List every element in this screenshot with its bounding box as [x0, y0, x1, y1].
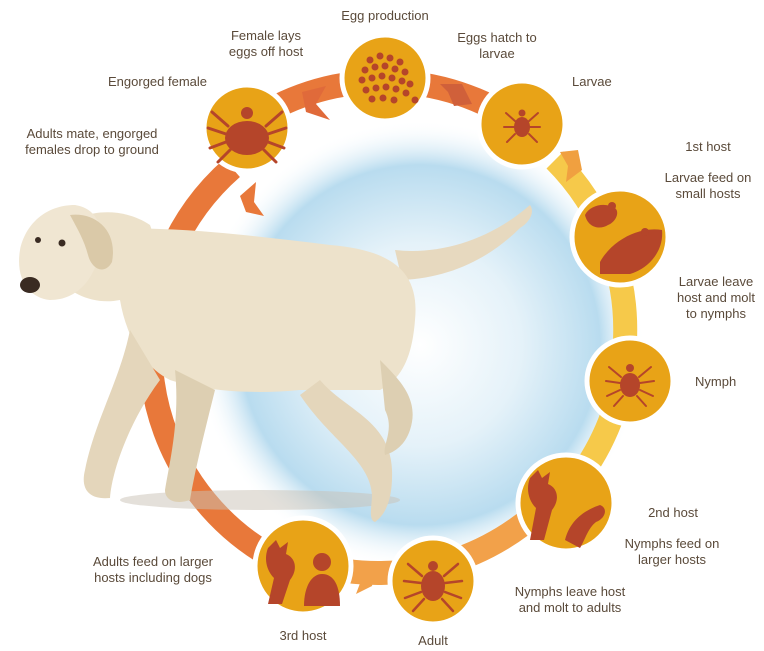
label-egg-production: Egg production [322, 8, 448, 24]
label-female-lays-eggs: Female lays eggs off host [224, 28, 308, 60]
label-text: Egg production [341, 8, 428, 23]
label-nymphs-leave-host: Nymphs leave host and molt to adults [512, 584, 628, 616]
label-adults-feed: Adults feed on larger hosts including do… [90, 554, 216, 586]
label-text: 1st host [685, 139, 731, 154]
label-text: Nymph [695, 374, 736, 389]
label-adults-mate: Adults mate, engorged females drop to gr… [22, 126, 162, 158]
label-text: 2nd host [648, 505, 698, 520]
label-eggs-hatch: Eggs hatch to larvae [455, 30, 539, 62]
label-text: Larvae [572, 74, 612, 89]
stage-node-first-host [572, 189, 668, 285]
stage-node-nymph [587, 338, 673, 424]
stage-node-larvae [479, 81, 565, 167]
label-text: Larvae feed on small hosts [665, 170, 752, 201]
stage-node-eggs [342, 35, 428, 121]
label-text: Adults mate, engorged females drop to gr… [25, 126, 159, 157]
label-third-host: 3rd host [258, 628, 348, 644]
label-larvae: Larvae [572, 74, 612, 90]
label-second-host: 2nd host [628, 505, 718, 521]
label-first-host: 1st host [672, 139, 744, 155]
label-text: Nymphs feed on larger hosts [625, 536, 720, 567]
stage-node-second-host [518, 455, 614, 551]
label-text: Engorged female [108, 74, 207, 89]
stage-node-adult [390, 538, 476, 624]
label-text: Adult [418, 633, 448, 648]
label-text: Adults feed on larger hosts including do… [93, 554, 213, 585]
label-text: 3rd host [280, 628, 327, 643]
stage-node-third-host [255, 518, 351, 614]
label-larvae-leave-host: Larvae leave host and molt to nymphs [672, 274, 760, 322]
label-larvae-feed: Larvae feed on small hosts [656, 170, 760, 202]
label-nymphs-feed: Nymphs feed on larger hosts [616, 536, 728, 568]
label-adult: Adult [400, 633, 466, 649]
label-nymph: Nymph [695, 374, 736, 390]
label-text: Larvae leave host and molt to nymphs [677, 274, 755, 321]
label-text: Nymphs leave host and molt to adults [515, 584, 626, 615]
label-engorged-female: Engorged female [108, 74, 202, 90]
stage-node-engorged-female [204, 85, 290, 171]
label-text: Female lays eggs off host [229, 28, 303, 59]
label-text: Eggs hatch to larvae [457, 30, 537, 61]
